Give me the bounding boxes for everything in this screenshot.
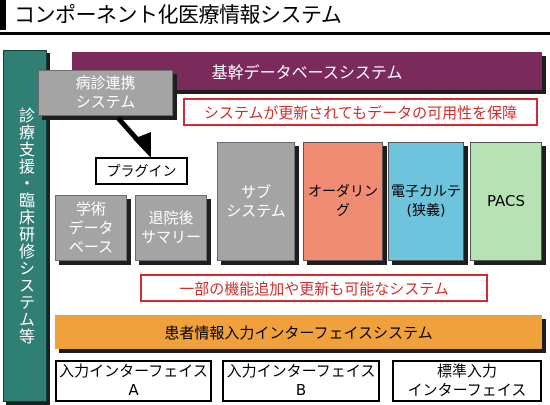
bottom-note: 一部の機能追加や更新も可能なシステム bbox=[140, 274, 488, 302]
standard-interface-box: 標準入力 インターフェイス bbox=[392, 360, 542, 402]
module-subsystem-label: サブ システム bbox=[226, 182, 286, 220]
title-divider bbox=[0, 32, 550, 35]
module-ordering: オーダリング bbox=[303, 142, 383, 261]
interface-a-label: 入力インターフェイス A bbox=[59, 362, 208, 399]
module-ehr: 電子カルテ (狭義) bbox=[388, 142, 464, 261]
plugin-box: プラグイン bbox=[95, 157, 188, 185]
module-discharge-summary-label: 退院後 サマリー bbox=[140, 209, 201, 246]
module-subsystem: サブ システム bbox=[217, 142, 295, 261]
vertical-system-label: 診療支援・臨床研修システム等 bbox=[16, 107, 35, 345]
hospital-clinic-link-label: 病診連携 システム bbox=[75, 74, 136, 111]
title-accent-bar bbox=[0, 0, 6, 30]
page-title: コンポーネント化医療情報システム bbox=[14, 3, 342, 27]
module-ordering-label: オーダリング bbox=[308, 183, 378, 219]
module-pacs: PACS bbox=[470, 142, 542, 261]
module-pacs-label: PACS bbox=[486, 192, 526, 210]
module-academic-db-label: 学術 データ ベース bbox=[68, 199, 114, 256]
module-ehr-label: 電子カルテ (狭義) bbox=[391, 183, 461, 219]
interface-b-box: 入力インターフェイス B bbox=[222, 360, 380, 402]
interface-a-box: 入力インターフェイス A bbox=[55, 360, 212, 402]
patient-input-interface-bar: 患者情報入力インターフェイスシステム bbox=[55, 315, 542, 349]
standard-interface-label: 標準入力 インターフェイス bbox=[407, 362, 527, 399]
hospital-clinic-link-box: 病診連携 システム bbox=[38, 70, 173, 116]
module-academic-db: 学術 データ ベース bbox=[55, 195, 127, 261]
interface-b-label: 入力インターフェイス B bbox=[226, 362, 376, 399]
module-discharge-summary: 退院後 サマリー bbox=[135, 195, 207, 261]
top-note: システムが更新されてもデータの可用性を保障 bbox=[183, 98, 538, 126]
